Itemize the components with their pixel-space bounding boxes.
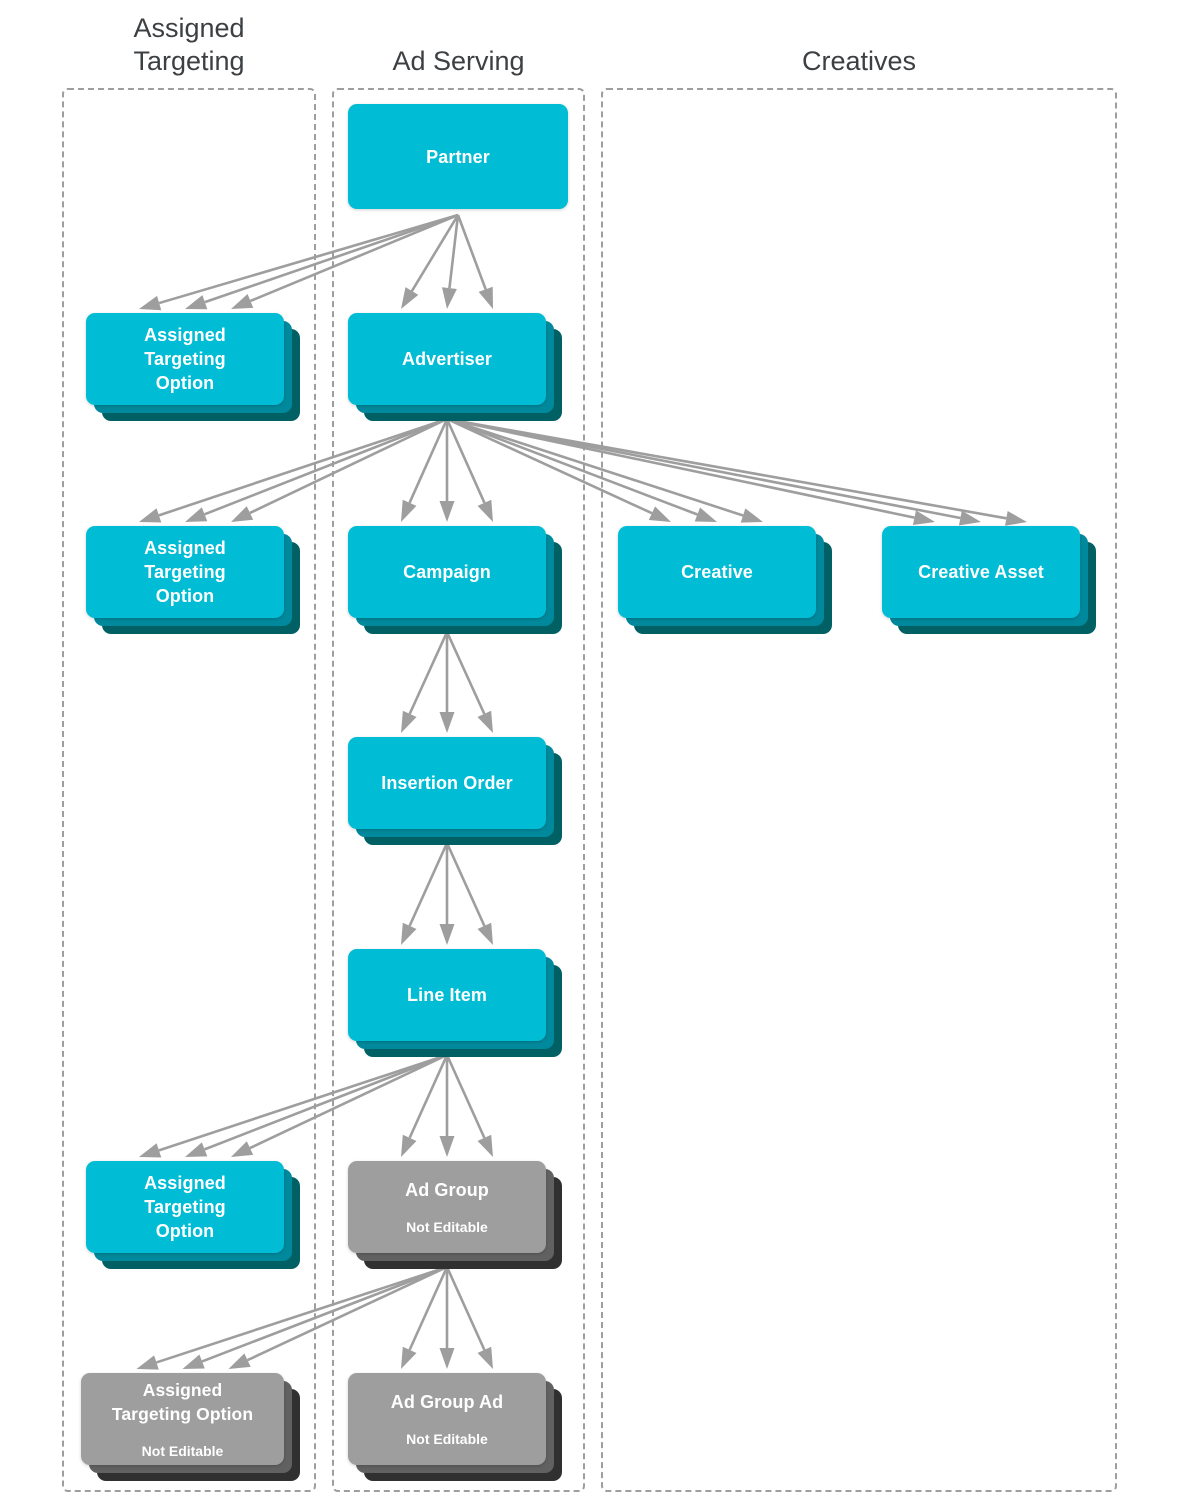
node-label: Ad Group [405,1180,489,1200]
node-label: Ad Group Ad [390,1392,504,1412]
node-creative-asset[interactable]: Creative Asset [882,526,1104,642]
node-label: Assigned Targeting Option [111,1380,254,1424]
lane-creatives [601,88,1117,1492]
node-label: Assigned Targeting Option [144,1173,226,1241]
node-card-campaign[interactable]: Campaign [348,526,546,618]
node-advertiser[interactable]: Advertiser [348,313,570,429]
node-ato-line-item[interactable]: Assigned Targeting Option [86,1161,308,1277]
node-label: Assigned Targeting Option [144,325,226,393]
node-card-partner[interactable]: Partner [348,104,568,209]
node-card-insertion-order[interactable]: Insertion Order [348,737,546,829]
node-ato-advertiser[interactable]: Assigned Targeting Option [86,526,308,642]
node-readonly-badge: Not Editable [141,1443,224,1459]
lane-ad-serving [332,88,585,1492]
node-card-ato-line-item[interactable]: Assigned Targeting Option [86,1161,284,1253]
node-label: Advertiser [401,349,493,369]
node-card-creative[interactable]: Creative [618,526,816,618]
node-partner[interactable]: Partner [348,104,592,233]
node-insertion-order[interactable]: Insertion Order [348,737,570,853]
node-label: Creative [681,562,753,582]
node-label: Creative Asset [918,562,1044,582]
node-line-item[interactable]: Line Item [348,949,570,1065]
lane-assigned-targeting [62,88,316,1492]
node-label: Insertion Order [381,773,513,793]
node-card-ato-partner[interactable]: Assigned Targeting Option [86,313,284,405]
node-card-line-item[interactable]: Line Item [348,949,546,1041]
node-ad-group-ad[interactable]: Ad Group Ad Not Editable [348,1373,570,1489]
node-card-ato-advertiser[interactable]: Assigned Targeting Option [86,526,284,618]
node-card-creative-asset[interactable]: Creative Asset [882,526,1080,618]
node-label: Campaign [403,562,491,582]
node-creative[interactable]: Creative [618,526,840,642]
node-card-advertiser[interactable]: Advertiser [348,313,546,405]
node-label: Line Item [407,985,487,1005]
node-campaign[interactable]: Campaign [348,526,570,642]
node-readonly-badge: Not Editable [406,1219,488,1235]
node-card-ad-group-ad[interactable]: Ad Group Ad Not Editable [348,1373,546,1465]
node-readonly-badge: Not Editable [406,1431,488,1447]
lane-title-assigned-targeting: Assigned Targeting [133,13,245,76]
node-label: Partner [426,146,490,167]
lane-title-ad-serving: Ad Serving [392,46,525,76]
node-label: Assigned Targeting Option [144,538,226,606]
lane-title-creatives: Creatives [801,46,917,76]
node-ato-partner[interactable]: Assigned Targeting Option [86,313,308,429]
